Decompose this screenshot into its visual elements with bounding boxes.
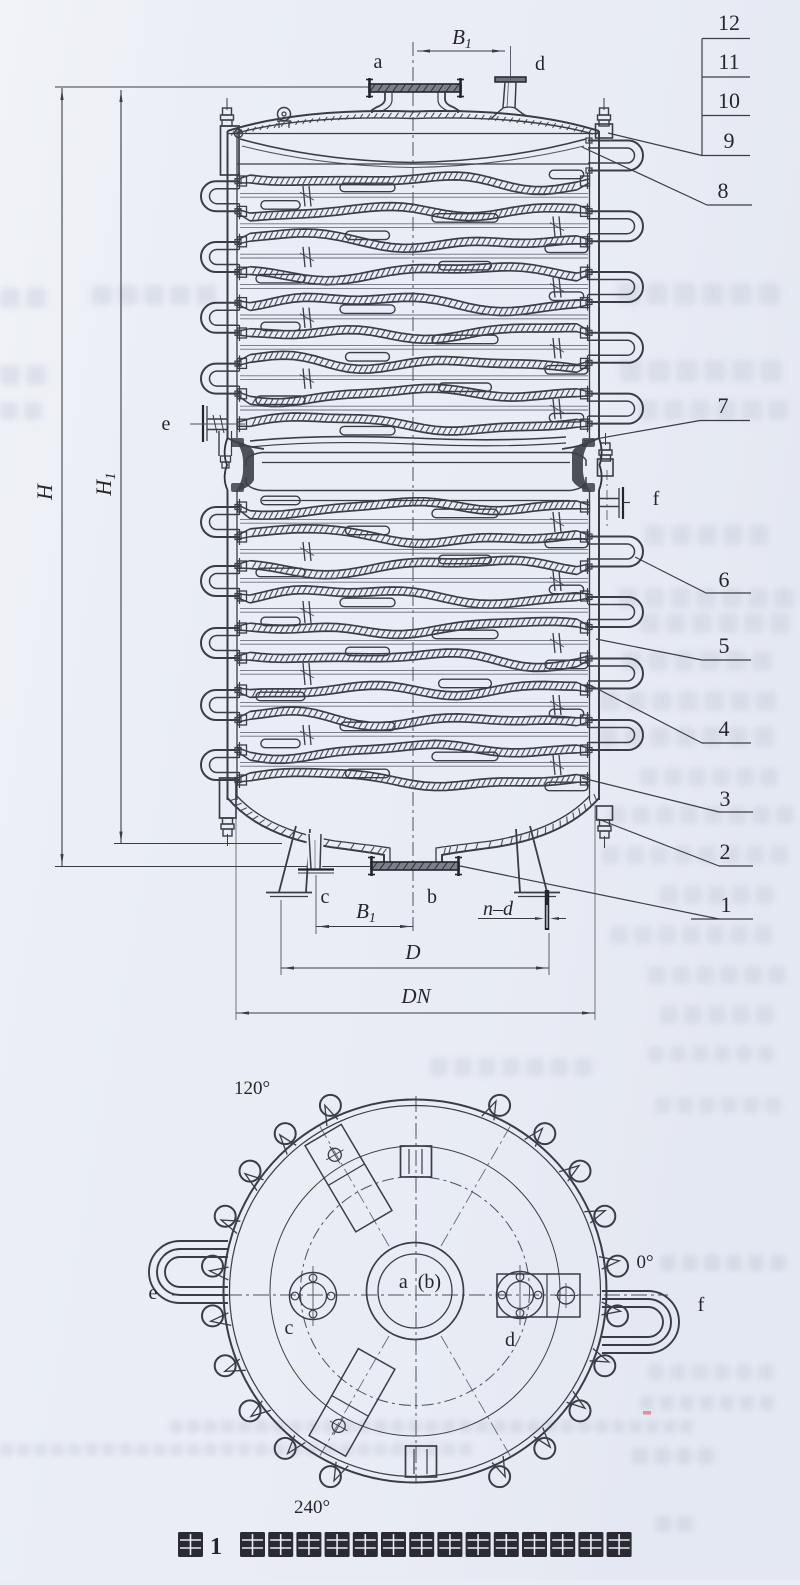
svg-text:b: b <box>427 886 437 908</box>
svg-text:2: 2 <box>720 839 731 864</box>
svg-text:1: 1 <box>721 892 732 917</box>
svg-text:240°: 240° <box>294 1497 330 1518</box>
svg-text:H: H <box>32 483 57 501</box>
svg-text:f: f <box>653 488 660 510</box>
svg-text:a (b): a (b) <box>399 1271 441 1293</box>
svg-text:12: 12 <box>718 10 740 35</box>
svg-text:1: 1 <box>210 1534 222 1560</box>
svg-text:e: e <box>149 1282 158 1304</box>
svg-text:5: 5 <box>719 633 730 658</box>
svg-text:7: 7 <box>718 393 729 418</box>
svg-text:11: 11 <box>718 49 739 74</box>
svg-text:D: D <box>404 940 420 964</box>
svg-text:d: d <box>505 1329 515 1351</box>
svg-text:3: 3 <box>720 786 731 811</box>
svg-text:c: c <box>321 886 330 908</box>
svg-text:9: 9 <box>724 128 735 153</box>
svg-text:n–d: n–d <box>483 898 514 920</box>
svg-text:6: 6 <box>719 567 730 592</box>
svg-text:e: e <box>162 413 171 435</box>
svg-text:f: f <box>698 1294 705 1316</box>
svg-text:8: 8 <box>718 178 729 203</box>
svg-text:d: d <box>535 53 545 75</box>
svg-text:0°: 0° <box>636 1252 653 1273</box>
svg-text:a: a <box>374 51 383 73</box>
svg-text:DN: DN <box>400 984 431 1008</box>
svg-text:4: 4 <box>719 716 730 741</box>
svg-text:10: 10 <box>718 88 740 113</box>
svg-text:120°: 120° <box>234 1078 270 1099</box>
svg-text:c: c <box>285 1317 294 1339</box>
